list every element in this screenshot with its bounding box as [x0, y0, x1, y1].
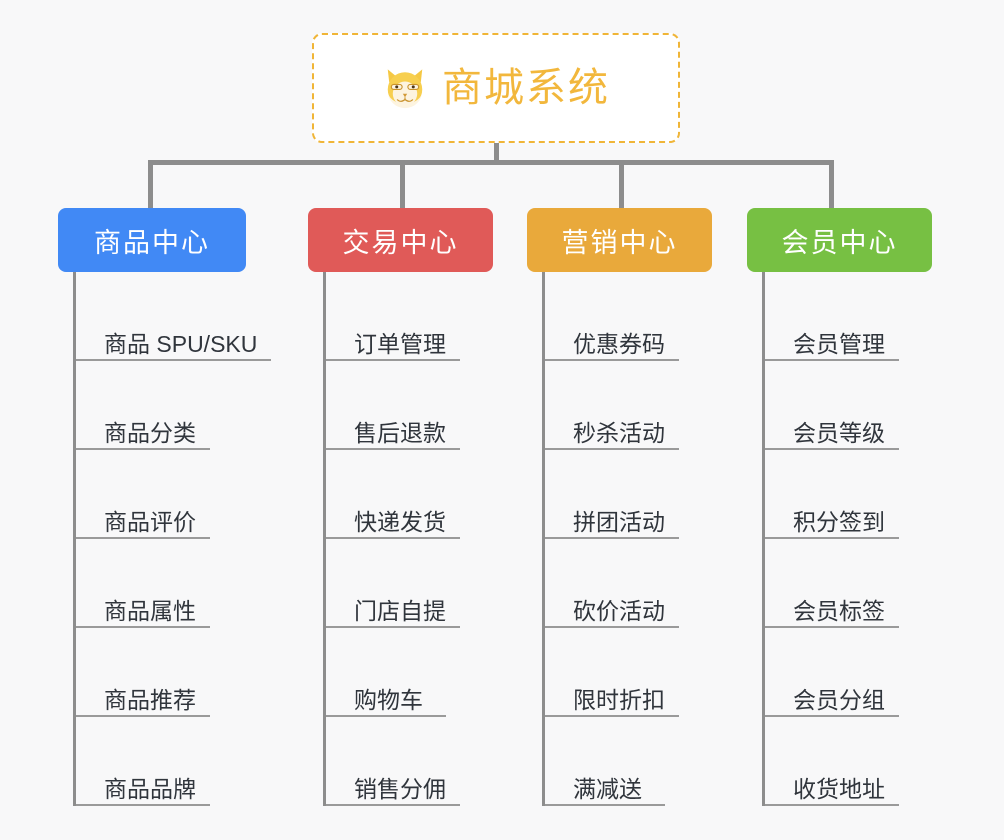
category-label-2: 交易中心: [342, 227, 459, 258]
list-item[interactable]: 商品属性: [76, 539, 210, 628]
list-item[interactable]: 拼团活动: [545, 450, 679, 539]
connector-root-stem: [494, 143, 499, 163]
connector-drop-2: [400, 160, 405, 208]
branch-column-3: 营销中心 优惠券码 秒杀活动 拼团活动 砍价活动 限时折扣 满减送: [527, 208, 712, 806]
root-title: 商城系统: [442, 66, 610, 110]
list-item[interactable]: 销售分佣: [326, 717, 460, 806]
item-list-1: 商品 SPU/SKU 商品分类 商品评价 商品属性 商品推荐 商品品牌: [73, 272, 272, 806]
list-item[interactable]: 快递发货: [326, 450, 460, 539]
list-item[interactable]: 会员管理: [765, 272, 899, 361]
category-label-4: 会员中心: [781, 227, 898, 258]
list-item[interactable]: 订单管理: [326, 272, 460, 361]
connector-horizontal-bus: [148, 160, 834, 165]
list-item[interactable]: 秒杀活动: [545, 361, 679, 450]
list-item[interactable]: 门店自提: [326, 539, 460, 628]
root-node[interactable]: 商城系统: [312, 33, 680, 143]
category-header-2[interactable]: 交易中心: [308, 208, 493, 272]
connector-drop-1: [148, 160, 153, 208]
branch-column-1: 商品中心 商品 SPU/SKU 商品分类 商品评价 商品属性 商品推荐 商品品牌: [58, 208, 272, 806]
item-list-2: 订单管理 售后退款 快递发货 门店自提 购物车 销售分佣: [323, 272, 493, 806]
list-item[interactable]: 砍价活动: [545, 539, 679, 628]
category-label-1: 商品中心: [94, 227, 210, 258]
list-item[interactable]: 商品推荐: [76, 628, 210, 717]
list-item[interactable]: 限时折扣: [545, 628, 679, 717]
list-item[interactable]: 商品分类: [76, 361, 210, 450]
category-header-4[interactable]: 会员中心: [747, 208, 932, 272]
category-header-1[interactable]: 商品中心: [58, 208, 246, 272]
connector-drop-3: [619, 160, 624, 208]
list-item[interactable]: 会员等级: [765, 361, 899, 450]
shiba-dog-face-icon: [387, 69, 423, 109]
item-list-4: 会员管理 会员等级 积分签到 会员标签 会员分组 收货地址: [762, 272, 932, 806]
list-item[interactable]: 商品评价: [76, 450, 210, 539]
branch-column-4: 会员中心 会员管理 会员等级 积分签到 会员标签 会员分组 收货地址: [747, 208, 932, 806]
list-item[interactable]: 商品品牌: [76, 717, 210, 806]
list-item[interactable]: 收货地址: [765, 717, 899, 806]
list-item[interactable]: 购物车: [326, 628, 446, 717]
list-item[interactable]: 满减送: [545, 717, 665, 806]
category-header-3[interactable]: 营销中心: [527, 208, 712, 272]
list-item[interactable]: 会员标签: [765, 539, 899, 628]
item-list-3: 优惠券码 秒杀活动 拼团活动 砍价活动 限时折扣 满减送: [542, 272, 712, 806]
category-label-3: 营销中心: [561, 227, 678, 258]
list-item[interactable]: 会员分组: [765, 628, 899, 717]
branch-column-2: 交易中心 订单管理 售后退款 快递发货 门店自提 购物车 销售分佣: [308, 208, 493, 806]
list-item[interactable]: 优惠券码: [545, 272, 679, 361]
list-item[interactable]: 售后退款: [326, 361, 460, 450]
list-item[interactable]: 积分签到: [765, 450, 899, 539]
list-item[interactable]: 商品 SPU/SKU: [76, 272, 272, 361]
connector-drop-4: [829, 160, 834, 208]
